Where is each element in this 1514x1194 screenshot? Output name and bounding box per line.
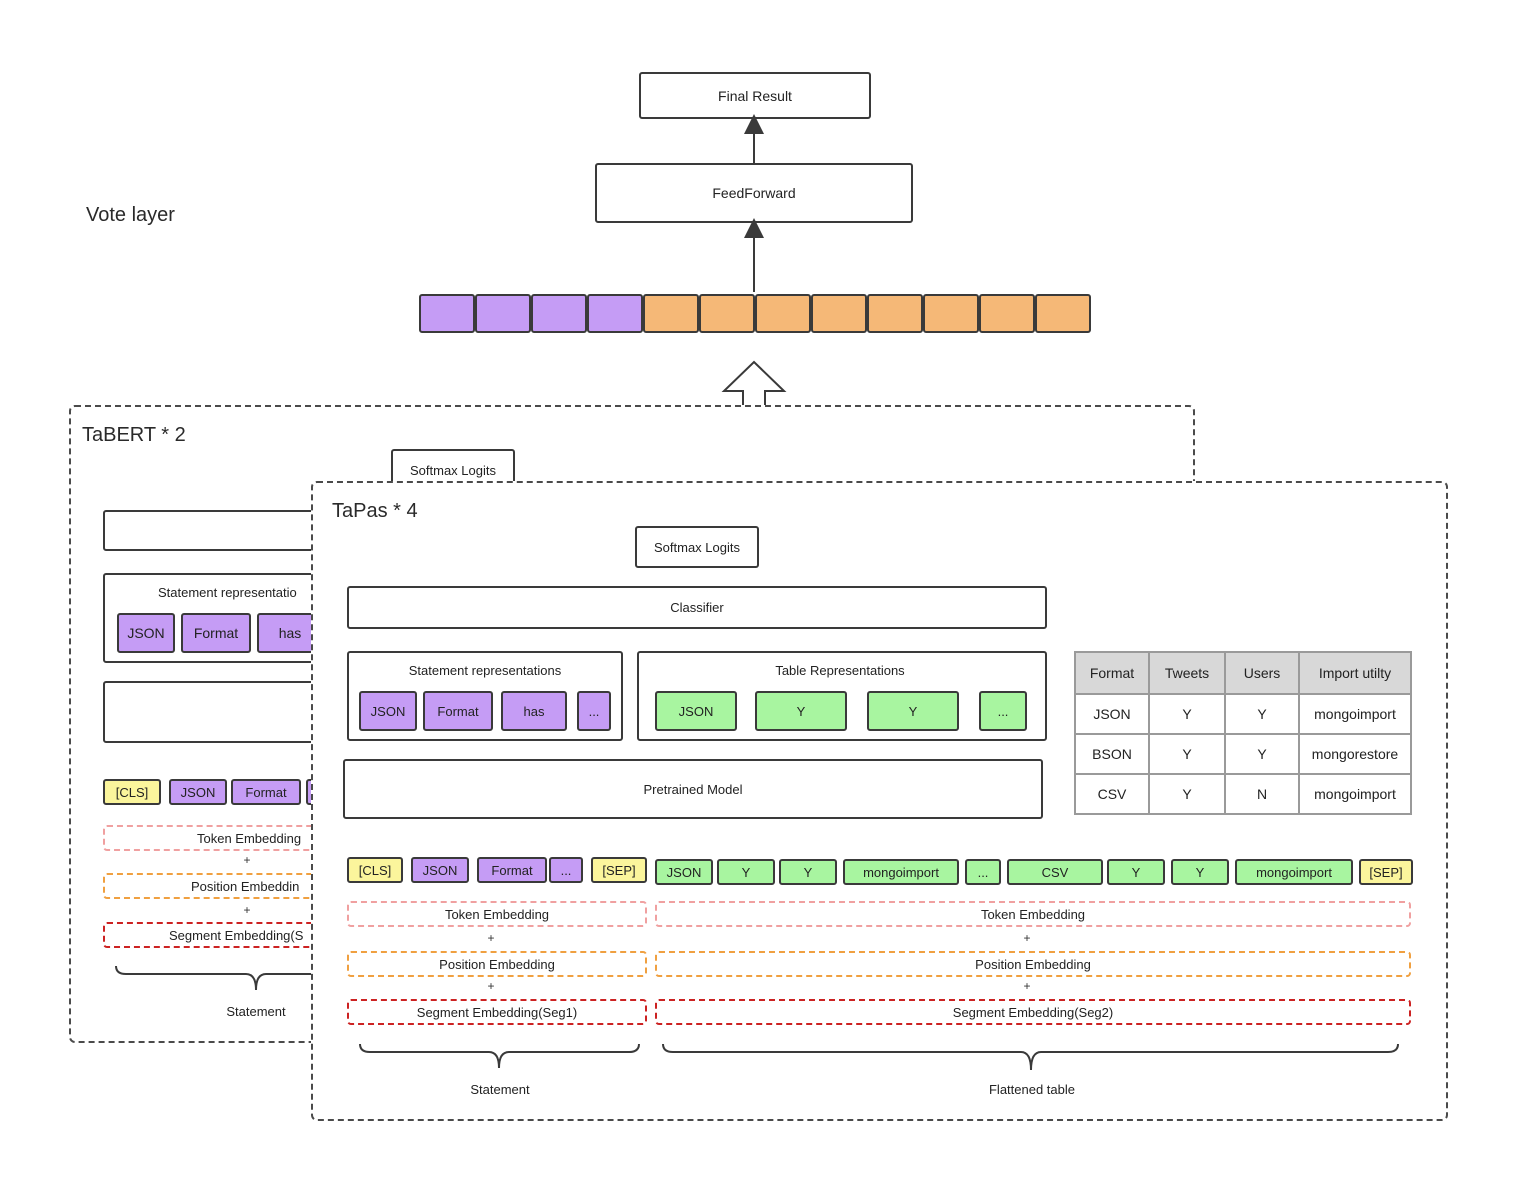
tapas-table-repr-token: Y [755,691,847,731]
table-cell: Y [1224,733,1300,775]
tabert-token-embedding-label: Token Embedding [197,830,302,846]
tapas-statement-token: JSON [411,857,469,883]
tabert-brace-icon [115,965,324,991]
table-cell: mongoimport [1298,773,1412,815]
tabert-pretrained-box [103,681,333,743]
example-table: Format Tweets Users Import utilty JSON Y… [1074,651,1412,815]
vector-cell-orange [1035,294,1091,333]
tabert-input-token: JSON [169,779,227,805]
tapas-segment-embedding-stmt: Segment Embedding(Seg1) [347,999,647,1025]
top-arrows [721,114,787,453]
tabert-plus: + [243,903,251,917]
table-cell: Y [1148,693,1226,735]
tapas-statement-repr-label: Statement representations [408,663,562,678]
tapas-table-repr-label: Table Representations [775,663,905,678]
tabert-token-embedding: Token Embedding [103,825,333,851]
tapas-repr-token: ... [577,691,611,731]
table-row: JSON Y Y mongoimport [1074,693,1412,735]
tapas-table-token: JSON [655,859,713,885]
vector-cell-orange [811,294,867,333]
tabert-segment-embedding: Segment Embedding(S [103,922,333,948]
vector-cell-purple [587,294,643,333]
tabert-title: TaBERT * 2 [82,424,186,446]
tapas-table-token: ... [965,859,1001,885]
tapas-table-repr-token: JSON [655,691,737,731]
table-cell: Y [1224,693,1300,735]
vector-cell-orange [699,294,755,333]
tapas-table-token: mongoimport [843,859,959,885]
table-cell: CSV [1074,773,1150,815]
tapas-repr-token: Format [423,691,493,731]
tapas-statement-token: [CLS] [347,857,403,883]
tapas-statement-brace-icon [359,1043,640,1069]
tapas-position-embedding-stmt: Position Embedding [347,951,647,977]
tabert-plus: + [243,853,251,867]
tabert-input-token: [CLS] [103,779,161,805]
table-header-cell: Format [1074,651,1150,695]
vector-cell-purple [531,294,587,333]
tapas-softmax-box: Softmax Logits [635,526,759,568]
tapas-table-repr-token: ... [979,691,1027,731]
tabert-statement-repr-label: Statement representatio [158,585,297,600]
tapas-flattened-label: Flattened table [988,1082,1075,1097]
table-cell: mongoimport [1298,693,1412,735]
tapas-plus: + [487,979,495,993]
table-row: CSV Y N mongoimport [1074,773,1412,815]
tabert-statement-label: Statement [226,1004,286,1019]
table-row: BSON Y Y mongorestore [1074,733,1412,775]
tapas-repr-token: has [501,691,567,731]
vector-cell-orange [755,294,811,333]
vector-cell-orange [923,294,979,333]
vector-cell-orange [643,294,699,333]
tapas-classifier-box: Classifier [347,586,1047,629]
tabert-position-embedding: Position Embeddin [103,873,333,899]
tapas-token-embedding-stmt: Token Embedding [347,901,647,927]
tapas-table-token: Y [1171,859,1229,885]
tapas-statement-token: Format [477,857,547,883]
table-cell: mongorestore [1298,733,1412,775]
tapas-segment-embedding-table: Segment Embedding(Seg2) [655,999,1411,1025]
tapas-table-brace-icon [662,1043,1399,1071]
tapas-plus: + [487,931,495,945]
tabert-input-token: Format [231,779,301,805]
feedforward-box: FeedForward [595,163,913,223]
table-cell: Y [1148,733,1226,775]
tapas-token-embedding-table: Token Embedding [655,901,1411,927]
table-header-row: Format Tweets Users Import utilty [1074,651,1412,695]
tapas-pretrained-box: Pretrained Model [343,759,1043,819]
vector-cell-orange [867,294,923,333]
tapas-table-token: Y [1107,859,1165,885]
tapas-table-token: CSV [1007,859,1103,885]
tabert-repr-token: Format [181,613,251,653]
tapas-table-repr-token: Y [867,691,959,731]
vote-layer-label: Vote layer [86,204,175,226]
tapas-repr-token: JSON [359,691,417,731]
table-cell: BSON [1074,733,1150,775]
tabert-segment-embedding-label: Segment Embedding(S [169,927,304,943]
tapas-title: TaPas * 4 [332,500,418,522]
tapas-statement-label: Statement [470,1082,530,1097]
table-header-cell: Import utilty [1298,651,1412,695]
tabert-classifier-box [103,510,333,551]
table-header-cell: Tweets [1148,651,1226,695]
tapas-table-token: [SEP] [1359,859,1413,885]
table-cell: Y [1148,773,1226,815]
tapas-statement-token: ... [549,857,583,883]
tabert-position-embedding-label: Position Embeddin [191,878,300,894]
table-cell: JSON [1074,693,1150,735]
tapas-table-token: mongoimport [1235,859,1353,885]
tapas-table-token: Y [717,859,775,885]
table-header-cell: Users [1224,651,1300,695]
tapas-plus: + [1023,979,1031,993]
tapas-table-token: Y [779,859,837,885]
tabert-repr-token: JSON [117,613,175,653]
vector-cell-purple [419,294,475,333]
tapas-plus: + [1023,931,1031,945]
vector-cell-purple [475,294,531,333]
vector-cell-orange [979,294,1035,333]
tapas-statement-token: [SEP] [591,857,647,883]
tapas-position-embedding-table: Position Embedding [655,951,1411,977]
table-cell: N [1224,773,1300,815]
